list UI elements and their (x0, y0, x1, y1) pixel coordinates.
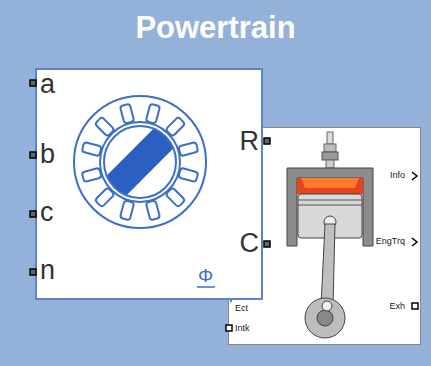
motor-symbol (37, 70, 265, 302)
port-label: b (40, 141, 55, 168)
port-label: Info (390, 171, 405, 180)
port-label: EngTrq (376, 237, 405, 246)
motor-block: a b c n R C Φ (35, 68, 263, 300)
port-label: Ect (235, 304, 248, 313)
port-label: Exh (389, 302, 405, 311)
port-label: a (40, 71, 55, 98)
port-label: R (240, 128, 260, 155)
port-label: n (40, 257, 55, 284)
port-label: C (240, 230, 260, 257)
port-label: Intk (235, 324, 250, 333)
title: Powertrain (0, 10, 431, 46)
port-label: c (40, 199, 54, 226)
flux-symbol: Φ (198, 266, 213, 285)
